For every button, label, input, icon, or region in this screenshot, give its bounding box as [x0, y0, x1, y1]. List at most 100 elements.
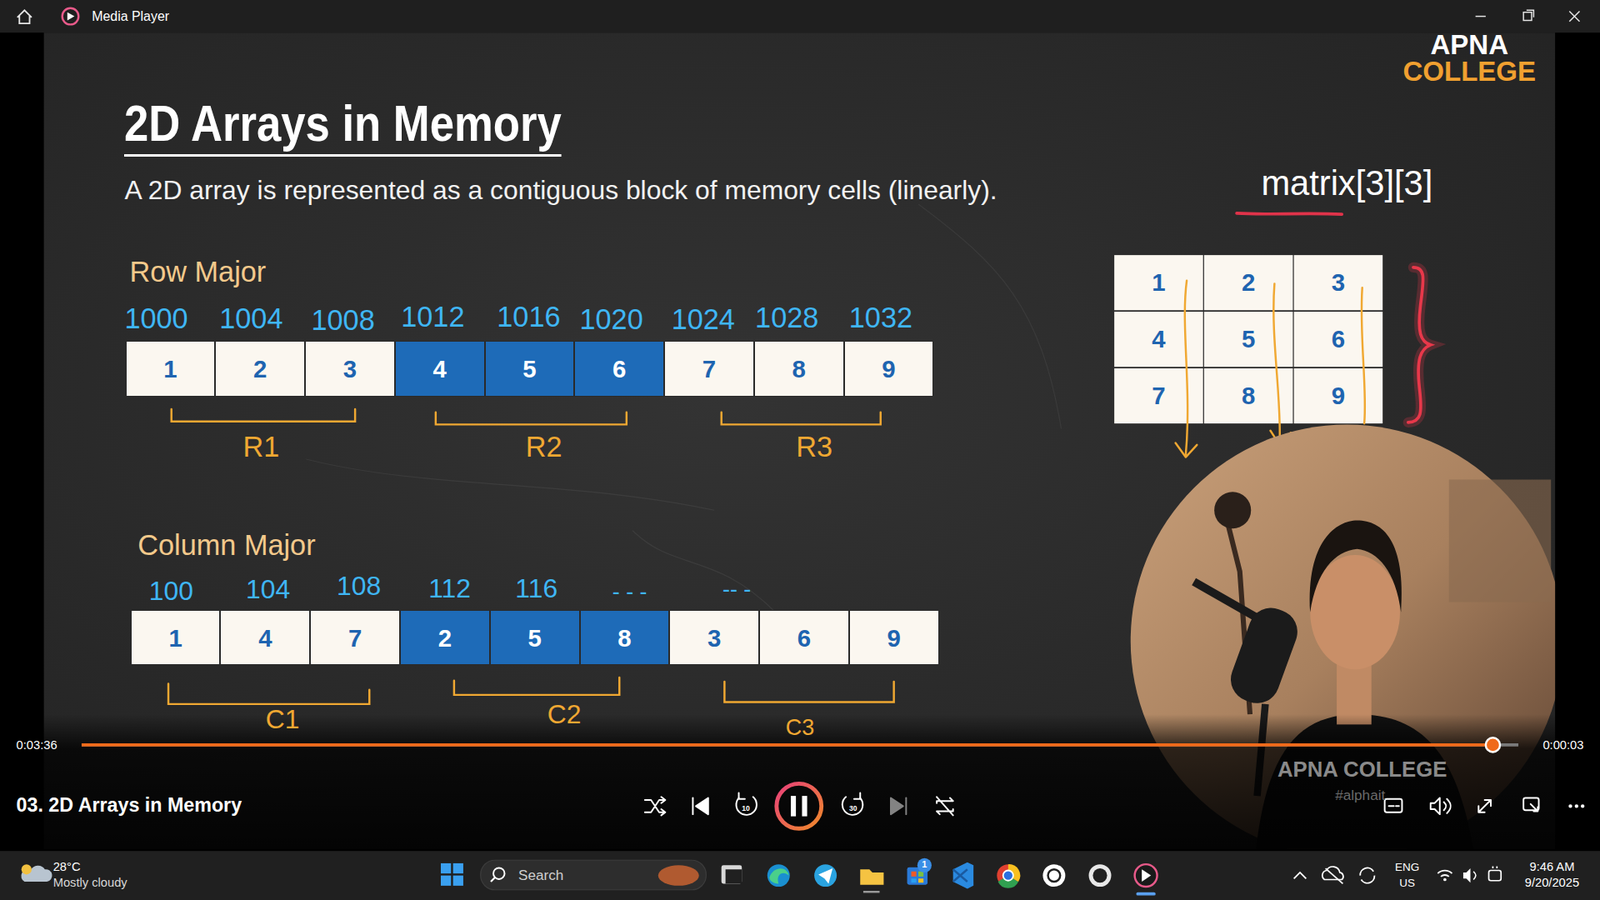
webcam-inset	[1310, 555, 1400, 670]
title-bar	[1523, 12, 1532, 21]
weather-text: Mostly cloudy	[53, 876, 128, 890]
webcam-inset	[1449, 480, 1551, 603]
matrix-cell-ground	[1114, 255, 1383, 424]
chalk-note: matrix[3][3]	[1260, 166, 1433, 202]
taskbar	[860, 869, 884, 885]
player-control	[1575, 805, 1578, 807]
group-label: C1	[265, 707, 300, 735]
player-control	[1530, 804, 1539, 812]
matrix-cell-ground	[1114, 311, 1204, 367]
matrix-cell-ground	[1294, 255, 1384, 310]
chalk-texture	[632, 530, 775, 613]
memory-address: 112	[428, 575, 471, 603]
row-major-cell: 7	[664, 340, 755, 397]
memory-address: 104	[245, 576, 290, 604]
taskbar	[21, 864, 32, 875]
player-control	[1581, 805, 1584, 807]
badge-count: 1	[921, 860, 927, 870]
chalk-texture	[918, 204, 1061, 429]
column-bracket	[168, 677, 895, 705]
taskbar	[953, 869, 968, 882]
cell-value: 9	[886, 625, 900, 650]
group-label: C3	[785, 716, 815, 740]
taskbar	[1489, 870, 1502, 880]
player-control	[739, 792, 745, 799]
language: ENG	[1395, 861, 1420, 873]
watermark: APNA COLLEGE	[1277, 760, 1447, 782]
title-bar	[0, 0, 1600, 33]
cell-value: 1	[168, 625, 182, 650]
column-arrow	[1273, 283, 1280, 442]
memory-address: 1028	[755, 303, 819, 332]
ellipsis-dashes: -- -	[722, 577, 751, 600]
taskbar	[480, 860, 707, 890]
taskbar	[1141, 869, 1151, 882]
matrix-cell-ground	[1114, 255, 1204, 310]
window-title: Media Player	[91, 10, 170, 24]
matrix-cell: 1	[1114, 255, 1204, 310]
taskbar	[0, 850, 1600, 900]
cell-value: 2	[253, 356, 267, 381]
row-bracket	[435, 412, 627, 425]
chalk-texture	[305, 459, 715, 510]
title-bar	[62, 8, 80, 25]
taskbar	[1137, 892, 1155, 896]
memory-address: 1024	[671, 305, 735, 334]
column-major-cell: 1	[130, 610, 221, 665]
taskbar	[658, 865, 700, 885]
taskbar	[1135, 864, 1158, 887]
row-major-cell: 8	[754, 340, 845, 397]
webcam-inset	[1224, 601, 1304, 710]
taskbar	[769, 868, 789, 884]
cell-value: 1	[1151, 270, 1165, 295]
column-major-cell: 2	[400, 610, 490, 665]
row-bracket	[171, 409, 355, 422]
row-major-cell: 1	[125, 340, 216, 397]
row-bracket	[171, 409, 881, 425]
cell-value: 2	[438, 625, 452, 650]
matrix-cell: 6	[1294, 311, 1384, 367]
matrix-cell: 2	[1204, 255, 1294, 310]
player-control	[890, 798, 904, 815]
taskbar	[1325, 868, 1344, 884]
watermark: #alphait	[1335, 789, 1385, 804]
matrix-cell: 7	[1114, 368, 1204, 424]
memory-address: 1012	[400, 301, 465, 330]
player-control	[801, 795, 807, 816]
taskbar	[818, 868, 833, 884]
matrix-cell: 9	[1294, 368, 1384, 424]
cell-value: 7	[1151, 383, 1165, 408]
column-major-cell: 4	[220, 610, 310, 665]
player-control	[854, 792, 860, 799]
slide-title: 2D Arrays in Memory	[124, 94, 562, 157]
column-major-cell: 6	[759, 610, 850, 665]
memory-address: 1004	[219, 304, 283, 333]
row-major-cell: 3	[305, 340, 395, 397]
cell-value: 5	[1241, 326, 1255, 351]
memory-address: 1000	[124, 304, 188, 333]
language: US	[1399, 878, 1415, 890]
video-title: 03. 2D Arrays in Memory	[16, 796, 243, 816]
title-bar	[1475, 15, 1486, 17]
player-control	[1569, 805, 1571, 807]
taskbar	[917, 858, 932, 873]
taskbar	[910, 871, 916, 877]
taskbar	[1042, 864, 1065, 887]
taskbar	[1092, 868, 1107, 883]
curly-brace	[1408, 267, 1431, 423]
section-heading: Row Major	[130, 257, 267, 286]
taskbar	[493, 867, 505, 879]
taskbar	[814, 864, 837, 887]
cell-value: 8	[617, 625, 631, 650]
chalk-texture	[305, 204, 1061, 613]
cell-value: 5	[522, 356, 536, 381]
player-control	[645, 783, 1585, 829]
cell-value: 6	[612, 356, 626, 381]
row-major-cell: 5	[485, 340, 575, 397]
row-major-cell: 6	[574, 340, 665, 397]
group-label: R1	[243, 432, 280, 461]
column-arrow	[1175, 442, 1198, 457]
cell-value: 3	[343, 356, 357, 381]
cell-value: 3	[1331, 270, 1345, 295]
remaining-time: 0:00:03	[1542, 739, 1584, 752]
